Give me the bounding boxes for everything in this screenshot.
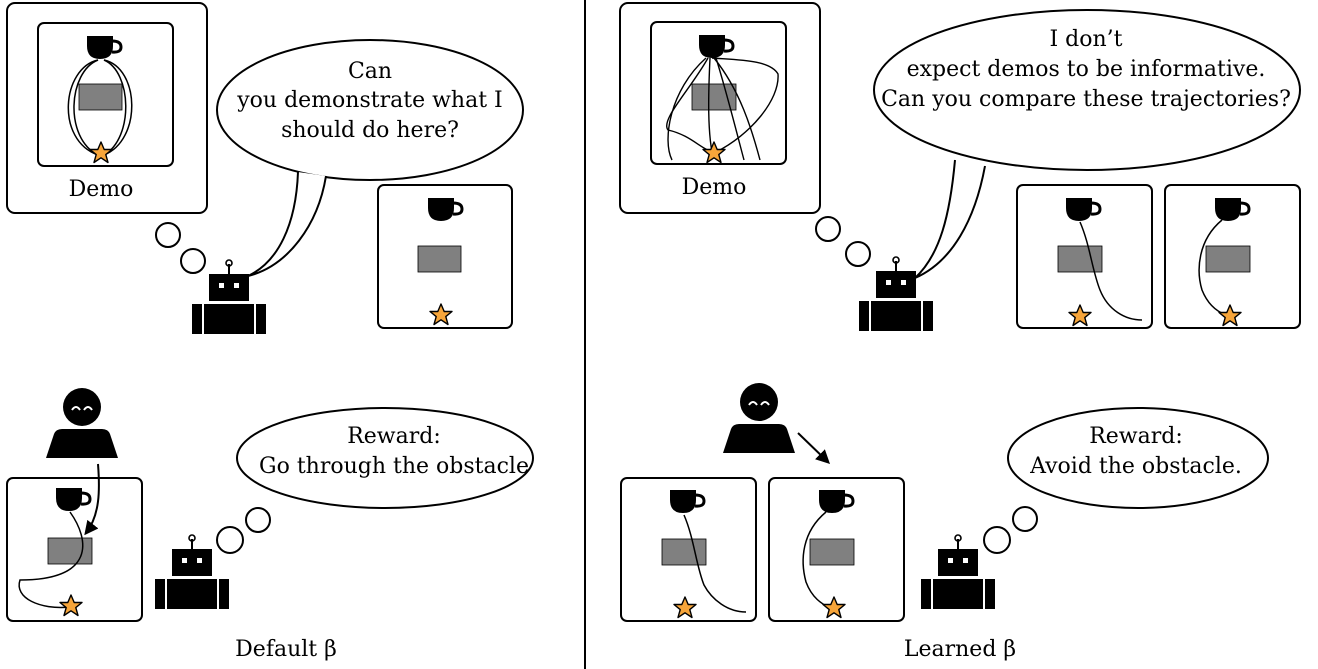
obstacle-block <box>809 538 855 566</box>
thought-bubble <box>1012 506 1038 532</box>
human-arrow <box>797 432 831 464</box>
demo-trajectory <box>665 57 713 153</box>
obstacle-block <box>78 83 123 111</box>
right-speech-line: Can you compare these trajectories? <box>881 87 1291 112</box>
left-thought-label: Demo <box>69 177 134 202</box>
left-reward-line: Go through the obstacle <box>259 454 529 479</box>
thought-bubble <box>983 526 1011 554</box>
query-trajectory <box>802 511 831 609</box>
left-speech-line: should do here? <box>281 118 459 143</box>
robot-icon <box>858 256 934 332</box>
thought-bubble <box>845 241 871 267</box>
left-speech-bubble <box>216 39 524 181</box>
demo-trajectory <box>707 57 713 153</box>
obstacle-block <box>661 538 707 566</box>
demo-trajectory <box>67 59 99 156</box>
right-reward-bubble <box>1007 407 1269 509</box>
right-speech-line: I don’t <box>1049 27 1122 52</box>
right-speech-bubble <box>873 9 1301 171</box>
right-speech-line: expect demos to be informative. <box>907 57 1266 82</box>
thought-bubble <box>815 216 841 242</box>
demo-trajectory <box>73 59 99 156</box>
demo-trajectory <box>715 57 745 161</box>
left-caption: Default β <box>235 637 337 662</box>
obstacle-block <box>1057 245 1103 273</box>
person-icon <box>722 382 796 454</box>
left-speech-line: you demonstrate what I <box>236 88 502 113</box>
robot-icon <box>920 534 996 610</box>
query-trajectory <box>1079 221 1143 321</box>
demo-trajectory <box>18 511 84 609</box>
right-reward-line: Avoid the obstacle. <box>1029 454 1242 479</box>
thought-bubble <box>155 222 181 248</box>
right-reward-line: Reward: <box>1089 424 1183 449</box>
right-panel: Demo I don’t expect demos to be informat… <box>619 2 1301 662</box>
left-panel: Demo Can you demonstrate what I should d… <box>6 2 534 662</box>
human-arrow <box>84 463 100 536</box>
demo-trajectory <box>713 57 761 161</box>
left-speech-line: Can <box>348 59 392 84</box>
demo-trajectory <box>711 57 779 153</box>
left-reward-line: Reward: <box>347 424 441 449</box>
thought-bubble <box>245 507 271 533</box>
query-trajectory <box>683 514 747 613</box>
person-icon <box>45 387 119 459</box>
obstacle-block <box>691 83 737 111</box>
thought-bubble <box>216 526 244 554</box>
obstacle-block <box>417 245 462 273</box>
obstacle-block <box>47 537 93 565</box>
right-caption: Learned β <box>904 637 1016 662</box>
speech-tail <box>914 159 986 279</box>
obstacle-block <box>1205 245 1251 273</box>
demo-trajectory <box>103 59 133 156</box>
demo-trajectory <box>103 59 127 156</box>
query-trajectory <box>1198 219 1227 316</box>
speech-tail <box>247 171 327 277</box>
right-thought-label: Demo <box>682 175 747 200</box>
left-reward-bubble <box>236 407 534 509</box>
thought-bubble <box>180 248 206 274</box>
